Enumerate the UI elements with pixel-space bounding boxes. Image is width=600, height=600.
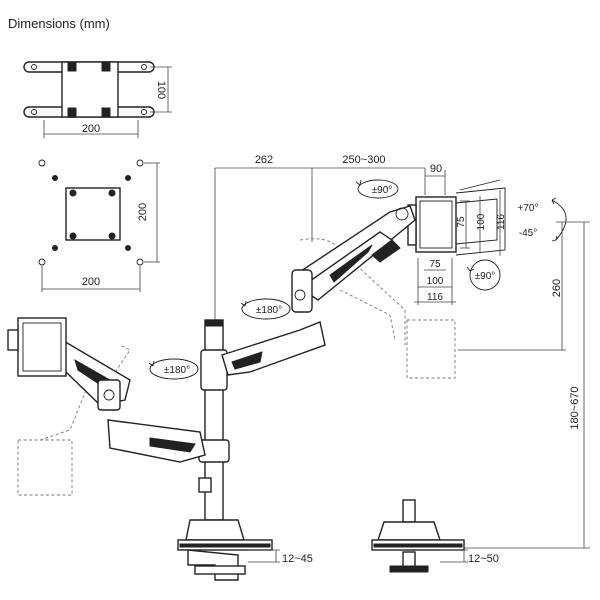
rotation-badge-monitor bbox=[355, 179, 399, 199]
plate-outer-height-label: 116 bbox=[496, 214, 507, 230]
depth-label: 90 bbox=[430, 163, 442, 175]
clamp-base-left bbox=[177, 519, 280, 581]
tilt-arc bbox=[551, 197, 567, 242]
vesa-large-drawing bbox=[38, 159, 160, 292]
head-swivel-label: ±180° bbox=[256, 305, 282, 316]
vesa-small-width-label: 200 bbox=[82, 123, 100, 135]
tilt-up-label: +70° bbox=[518, 203, 539, 214]
plate-rotation-badge bbox=[466, 259, 501, 291]
reach-label: 262 bbox=[255, 154, 273, 166]
left-vesa-plate bbox=[7, 317, 67, 377]
plate-inner-width-label: 75 bbox=[429, 259, 441, 270]
top-dimension-lines bbox=[214, 167, 446, 320]
tilt-down-label: -45° bbox=[519, 228, 537, 239]
vesa-large-height-label: 200 bbox=[137, 203, 149, 221]
height-dimension-lines bbox=[458, 221, 590, 549]
grommet-base-right bbox=[371, 499, 468, 573]
grommet-range-label: 12~50 bbox=[468, 553, 499, 565]
diagram-title: Dimensions (mm) bbox=[8, 16, 110, 31]
plate-mid-width-label: 100 bbox=[427, 276, 444, 287]
rotation-badge-base bbox=[148, 358, 199, 380]
vesa-small-height-label: 100 bbox=[155, 81, 167, 99]
upper-arm bbox=[221, 205, 416, 376]
extension-label: 250~300 bbox=[342, 154, 385, 166]
vesa-large-width-label: 200 bbox=[82, 276, 100, 288]
height-range-label: 180~670 bbox=[569, 386, 581, 429]
pole bbox=[198, 319, 230, 521]
plate-outer-width-label: 116 bbox=[427, 292, 443, 303]
plate-inner-height-label: 75 bbox=[456, 216, 467, 228]
right-vesa-plate bbox=[407, 179, 506, 256]
height-offset-label: 260 bbox=[551, 279, 563, 297]
plate-dimension-lines bbox=[414, 190, 501, 305]
lower-arm bbox=[61, 338, 206, 463]
plate-mid-height-label: 100 bbox=[476, 213, 487, 230]
base-swivel-label: ±180° bbox=[164, 365, 190, 376]
vesa-small-drawing bbox=[23, 61, 172, 138]
rotation-badge-head bbox=[240, 298, 291, 320]
clamp-range-label: 12~45 bbox=[282, 553, 313, 565]
plate-rotation-label: ±90° bbox=[475, 271, 496, 282]
monitor-rotation-label: ±90° bbox=[372, 185, 393, 196]
